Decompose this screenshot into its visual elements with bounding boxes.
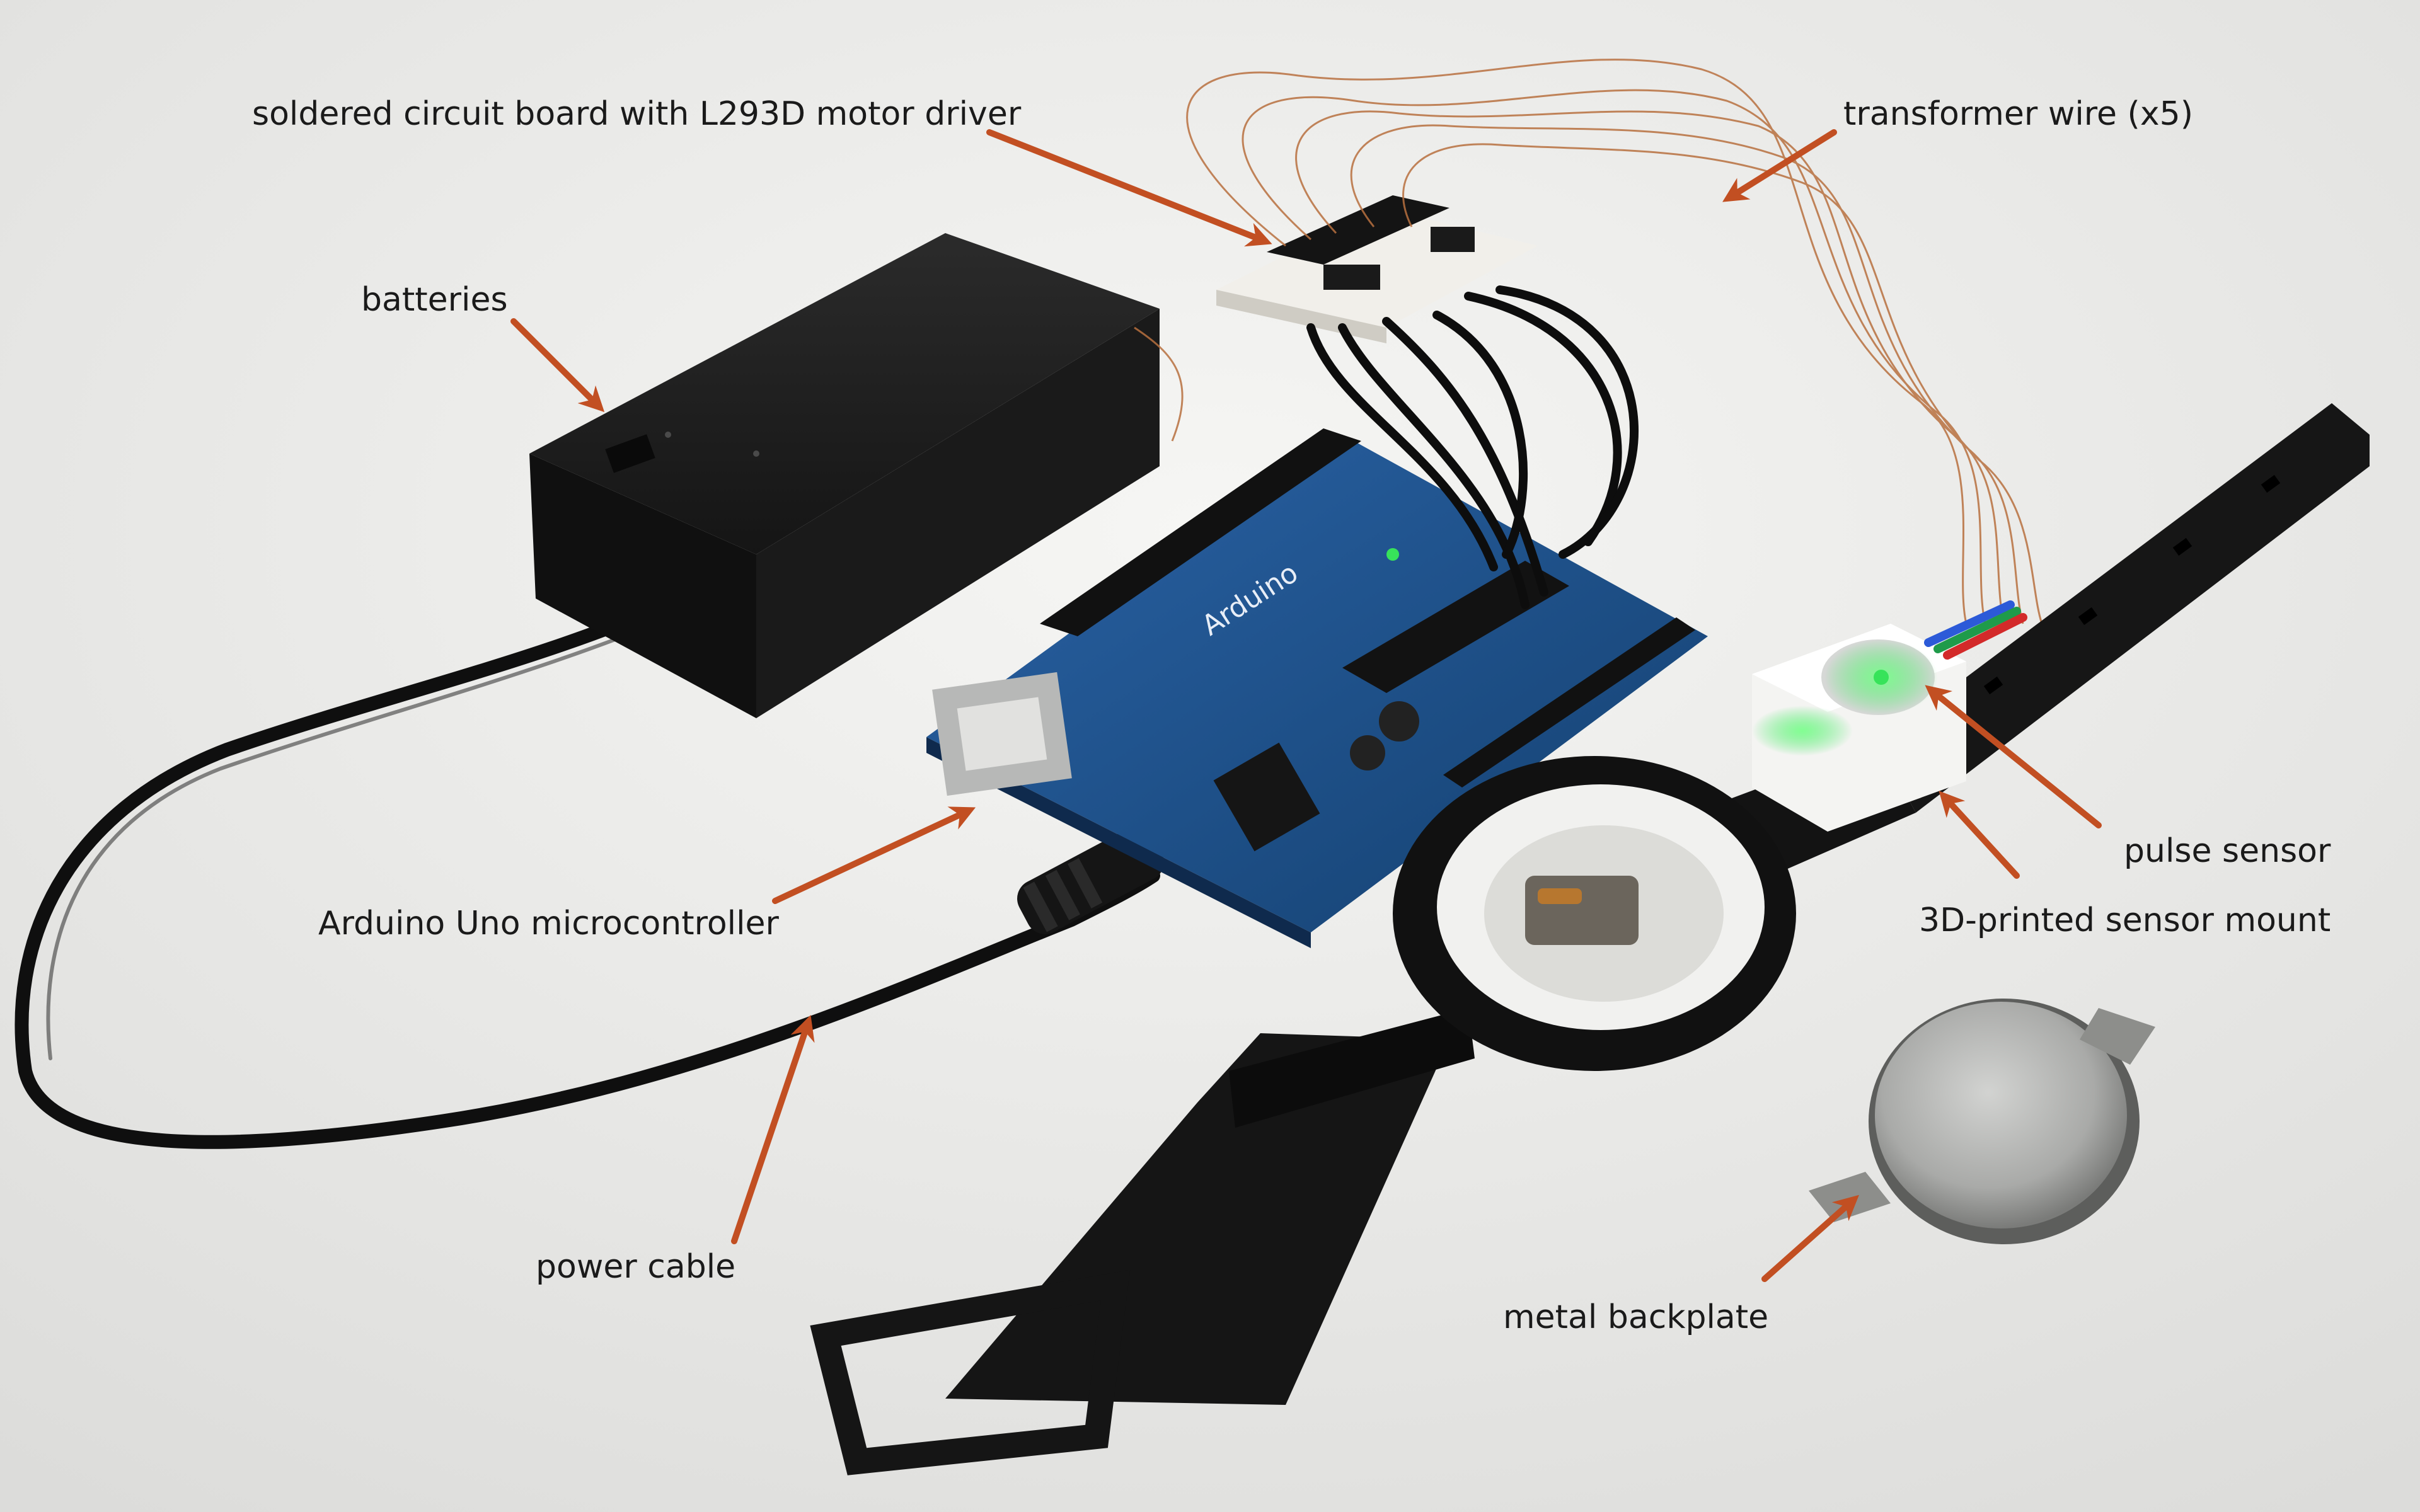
sensor-wires [1924, 600, 2027, 660]
microcontroller-chip [1342, 561, 1569, 693]
label-pulse-sensor: pulse sensor [2124, 832, 2331, 870]
pulse-sensor [1752, 639, 1938, 756]
transformer-wires [1134, 59, 2043, 934]
label-power-cable: power cable [536, 1248, 736, 1286]
label-transformer-wire: transformer wire (x5) [1843, 95, 2193, 133]
arrow-circuit-board [986, 129, 1272, 247]
label-arduino: Arduino Uno microcontroller [318, 905, 779, 942]
label-backplate: metal backplate [1503, 1298, 1769, 1336]
arrow-pulse-sensor [1925, 685, 2102, 828]
watch-case [1393, 756, 1796, 1071]
label-batteries: batteries [361, 281, 508, 319]
arrow-arduino [772, 806, 976, 904]
arrow-power-cable [731, 1015, 815, 1244]
label-circuit-board: soldered circuit board with L293D motor … [252, 95, 1022, 133]
annotation-arrows [510, 129, 2102, 1282]
arrow-transformer-wire [1722, 129, 1837, 202]
arrow-sensor-mount [1939, 791, 2020, 879]
arrow-backplate [1761, 1194, 1859, 1282]
sensor-mount [1752, 600, 2027, 832]
jumper-wires [1306, 285, 1639, 609]
arrow-batteries [510, 318, 605, 413]
power-jack [1213, 742, 1320, 852]
battery-box [529, 233, 1160, 718]
label-sensor-mount: 3D-printed sensor mount [1919, 902, 2331, 939]
